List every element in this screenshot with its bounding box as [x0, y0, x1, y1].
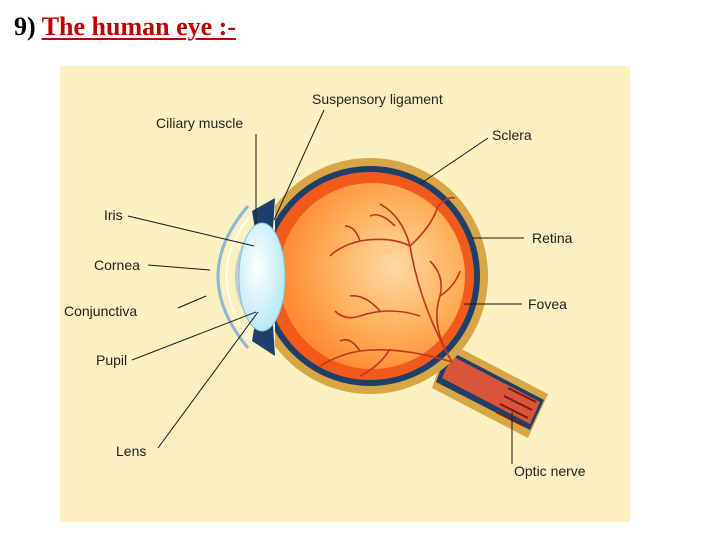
- retinal-vessels: [319, 196, 461, 377]
- cornea-leader: [147, 264, 211, 271]
- label-cornea: Cornea: [94, 257, 140, 273]
- eye-diagram-svg: Suspensory ligament Ciliary muscle Scler…: [60, 66, 630, 522]
- label-conjunctiva: Conjunctiva: [64, 303, 137, 319]
- eye-diagram: Suspensory ligament Ciliary muscle Scler…: [60, 66, 630, 522]
- pupil-leader: [131, 311, 257, 361]
- label-sclera: Sclera: [492, 127, 532, 143]
- conjunctiva-line: [216, 205, 250, 349]
- conjunctiva-leader: [177, 295, 207, 309]
- label-retina: Retina: [532, 230, 573, 246]
- label-fovea: Fovea: [528, 296, 567, 312]
- sclera-leader: [419, 137, 489, 185]
- label-optic-nerve: Optic nerve: [514, 463, 586, 479]
- slide-title-text: The human eye :-: [41, 12, 236, 41]
- label-ciliary-muscle: Ciliary muscle: [156, 115, 243, 131]
- iris-leader: [127, 215, 255, 247]
- label-iris: Iris: [104, 207, 123, 223]
- lens-leader: [157, 311, 259, 449]
- lens-shape: [238, 222, 286, 332]
- vitreous-body: [279, 183, 465, 369]
- slide-number: 9): [14, 12, 36, 41]
- optic-nerve-shape: [432, 342, 548, 438]
- label-suspensory-ligament: Suspensory ligament: [312, 91, 443, 107]
- label-pupil: Pupil: [96, 352, 127, 368]
- slide-title: 9) The human eye :-: [14, 12, 236, 42]
- label-lens: Lens: [116, 443, 146, 459]
- suspensory-ligament-leader: [273, 109, 325, 221]
